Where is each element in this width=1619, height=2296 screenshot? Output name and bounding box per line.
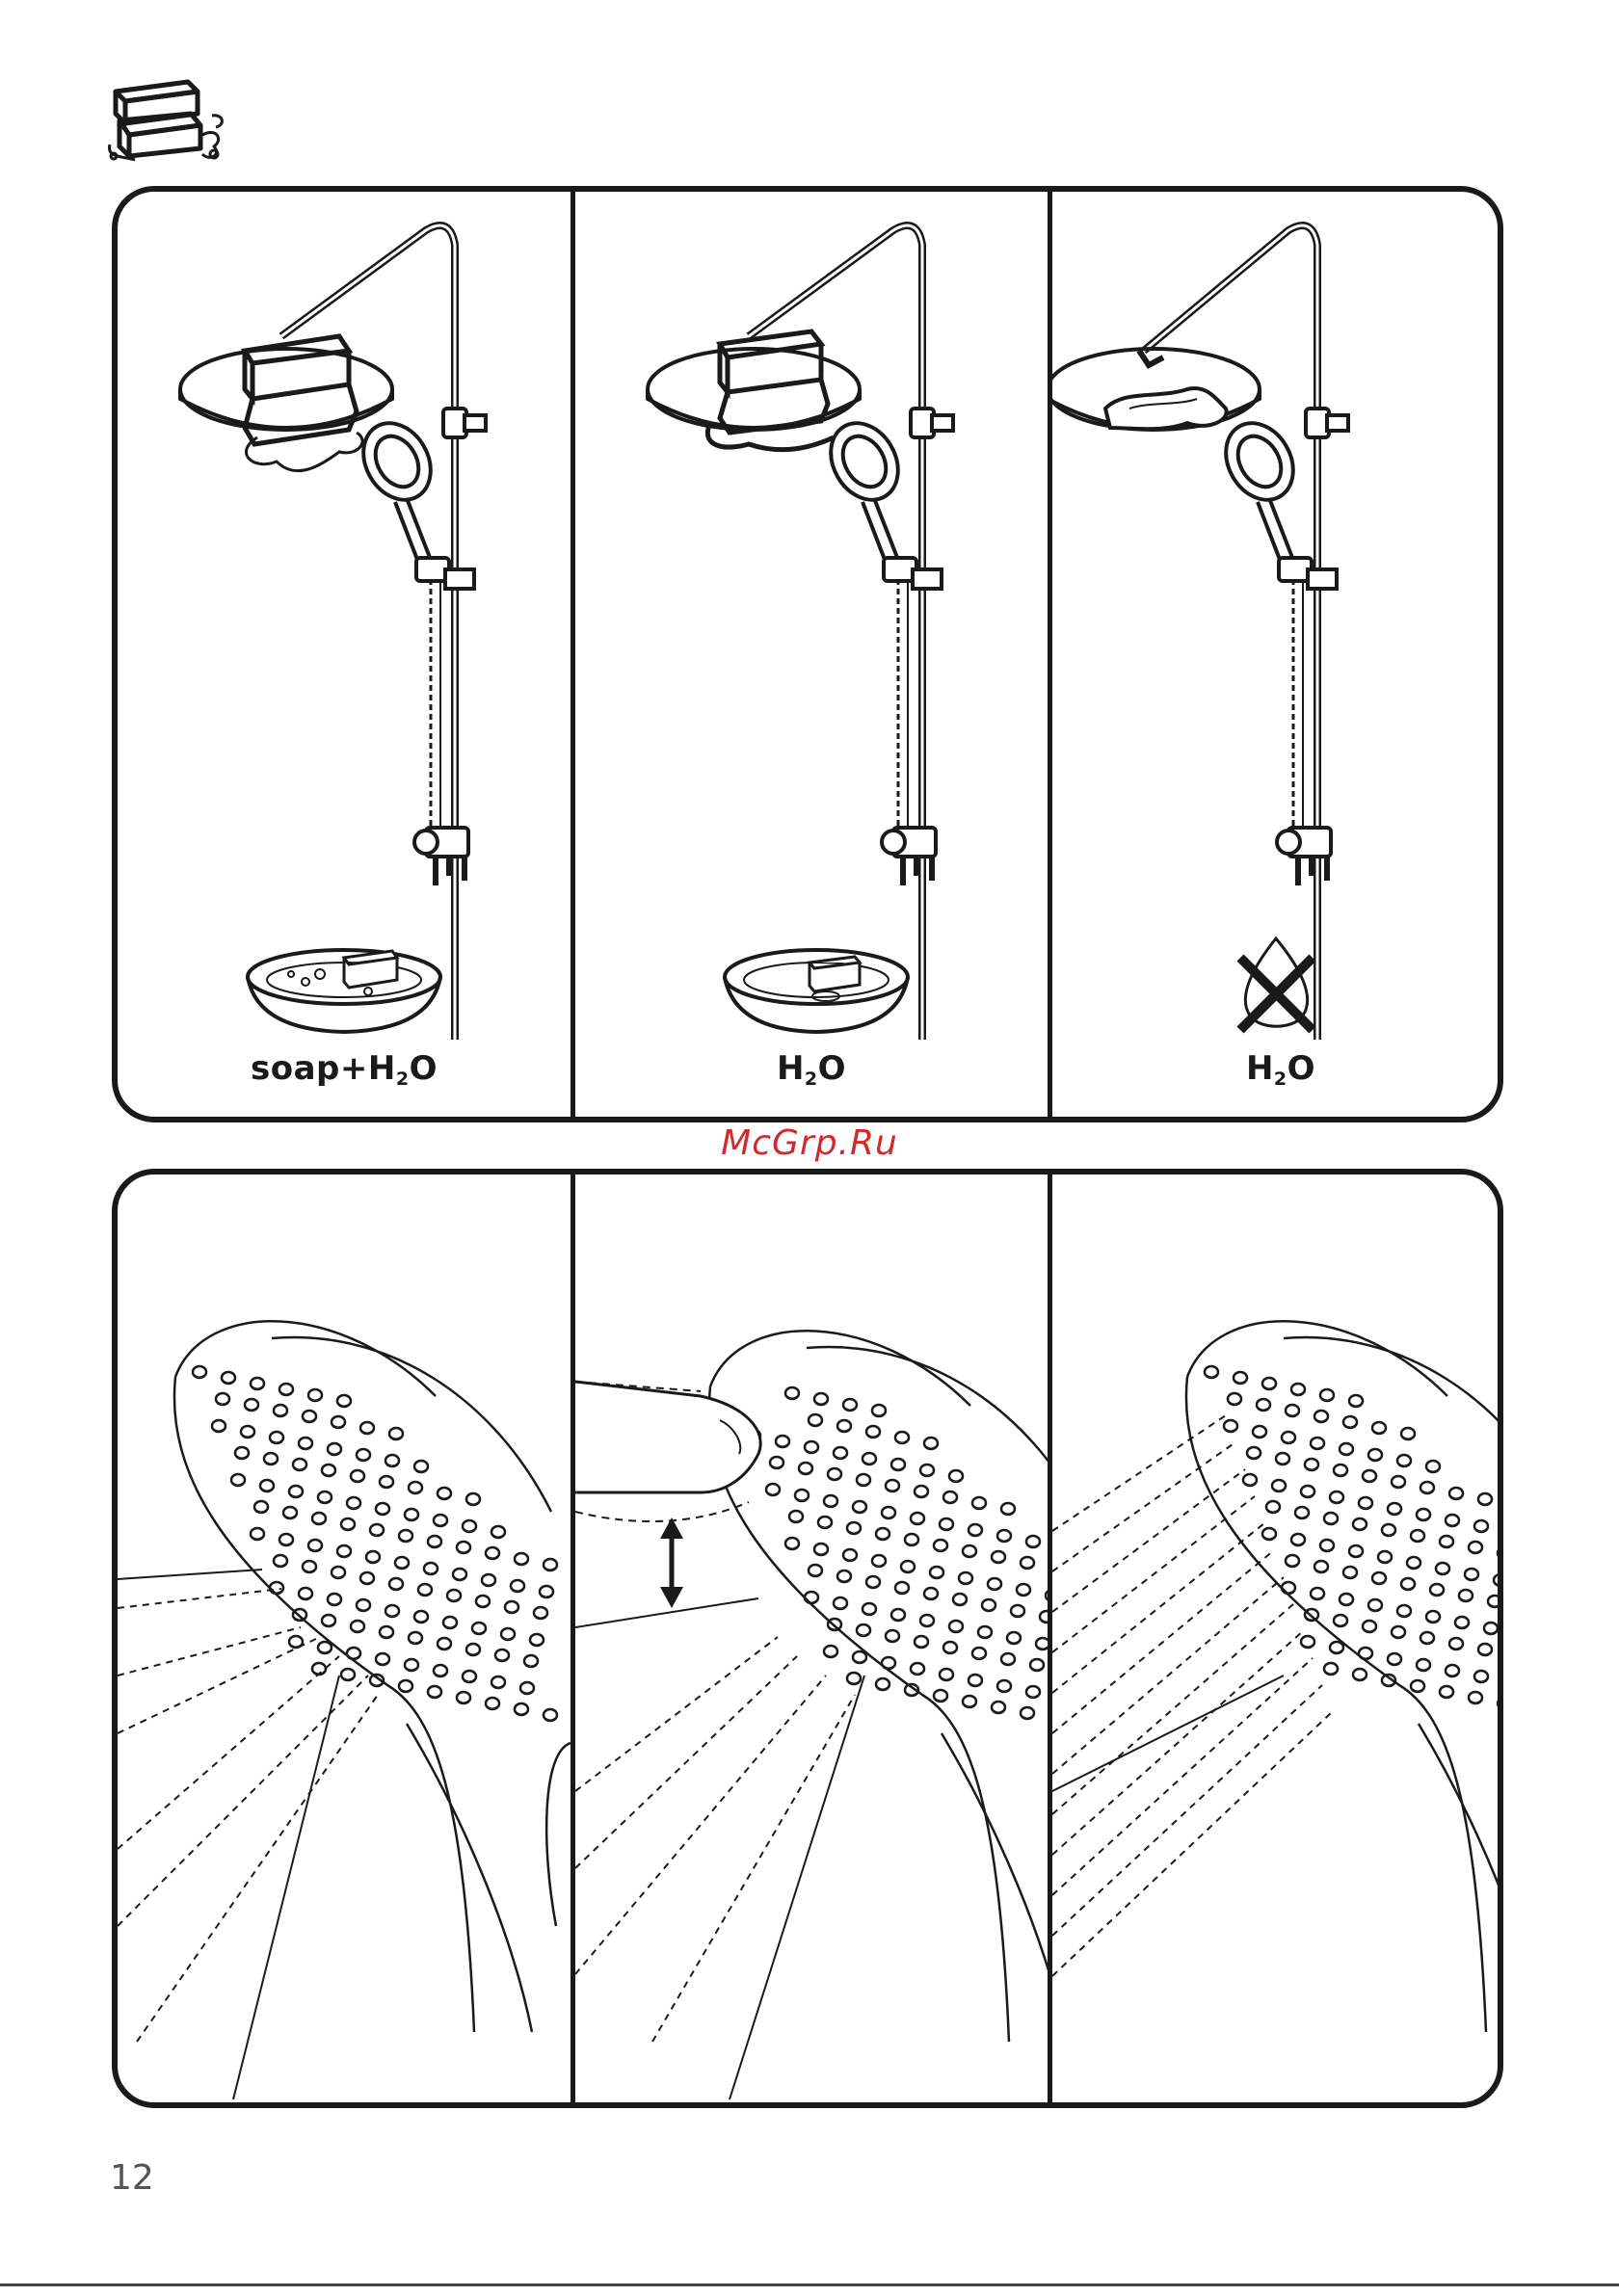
- water-bowl-icon: [725, 950, 908, 1032]
- shower-head-clean-spray-icon: [1052, 1174, 1503, 2102]
- step-water-rinse: H2O: [575, 192, 1048, 1117]
- spray-line: [1052, 1550, 1274, 1733]
- nozzle-detail-panel: [112, 1169, 1503, 2108]
- shower-column-icon: [575, 192, 1048, 1122]
- head-handle: [1419, 1724, 1503, 2032]
- spray-line: [1052, 1415, 1226, 1531]
- head-handle: [942, 1733, 1048, 2042]
- head-handle: [407, 1724, 532, 2032]
- page-bottom-rule: [0, 2283, 1619, 2286]
- spray-line: [1052, 1442, 1235, 1571]
- soap-water-bowl-icon: [248, 950, 440, 1032]
- nozzle: [1498, 1698, 1503, 1709]
- spray-line: [575, 1676, 826, 1974]
- spray-line: [118, 1637, 320, 1733]
- no-water-drop-icon: [1240, 938, 1313, 1030]
- nozzle-shadow: [1498, 1555, 1503, 1559]
- step-label: H2O: [1052, 1049, 1503, 1090]
- spray-line: [137, 1695, 378, 2042]
- spray-line: [652, 1695, 855, 2042]
- shower-column-icon: [118, 192, 571, 1122]
- page-number: 12: [110, 2158, 154, 2198]
- spray-line: [1052, 1577, 1284, 1774]
- finger-icon: [575, 1382, 760, 1492]
- spray-line: [1052, 1496, 1255, 1652]
- spray-line: [1052, 1469, 1245, 1612]
- shower-head-spray-icon: [118, 1174, 571, 2102]
- spray-line: [1052, 1712, 1332, 1976]
- spray-line: [575, 1656, 797, 1868]
- watermark: McGrp.Ru: [0, 1123, 1619, 1163]
- spray-line: [118, 1656, 339, 1849]
- sponge-cleaning-icon: [106, 67, 231, 164]
- shower-head-rub-nozzles-icon: [575, 1174, 1048, 2102]
- step-soap-water: soap+H2O: [118, 192, 571, 1117]
- shower-column-icon: [1052, 192, 1503, 1122]
- cleaning-steps-panel: soap+H2O: [112, 186, 1503, 1122]
- step-label: soap+H2O: [118, 1049, 571, 1090]
- spray-line: [1052, 1658, 1313, 1895]
- nozzle: [1498, 1547, 1503, 1559]
- nozzle-shadow: [1498, 1705, 1503, 1709]
- step-label: H2O: [575, 1049, 1048, 1090]
- spray-line: [118, 1627, 301, 1676]
- spray-line: [1052, 1631, 1303, 1855]
- step-dry: H2O: [1052, 192, 1503, 1117]
- cloth-icon: [1105, 388, 1227, 429]
- spray-line: [118, 1589, 281, 1608]
- head-rim-back: [272, 1337, 551, 1512]
